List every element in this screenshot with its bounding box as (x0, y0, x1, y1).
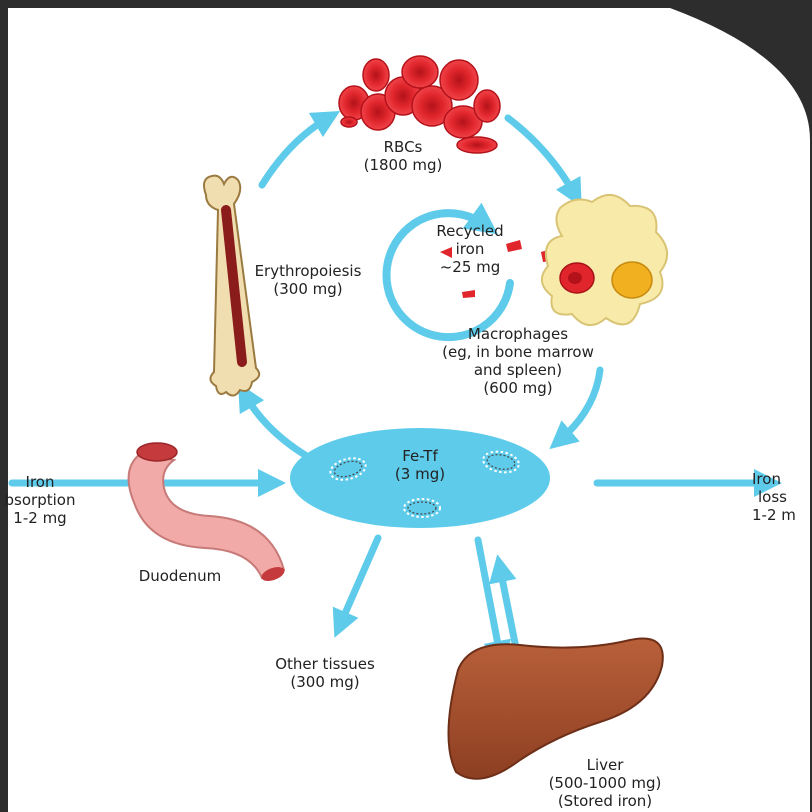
absorption-line3: 1-2 mg (0, 509, 80, 527)
macrophages-line2: (eg, in bone marrow (408, 343, 628, 361)
content-panel (8, 8, 810, 812)
macrophages-line4: (600 mg) (408, 379, 628, 397)
erythropoiesis-name: Erythropoiesis (238, 262, 378, 280)
erythropoiesis-label: Erythropoiesis (300 mg) (238, 262, 378, 298)
other-tissues-label: Other tissues (300 mg) (250, 655, 400, 691)
rbcs-name: RBCs (338, 138, 468, 156)
other-tissues-amount: (300 mg) (250, 673, 400, 691)
macrophages-label: Macrophages (eg, in bone marrow and sple… (408, 325, 628, 397)
macrophages-line1: Macrophages (408, 325, 628, 343)
rbcs-amount: (1800 mg) (338, 156, 468, 174)
duodenum-name: Duodenum (120, 567, 240, 585)
liver-name: Liver (535, 756, 675, 774)
macrophages-line3: and spleen) (408, 361, 628, 379)
recycled-line1: Recycled (420, 222, 520, 240)
absorption-label: Iron bsorption 1-2 mg (0, 473, 80, 527)
fetf-name: Fe-Tf (370, 447, 470, 465)
recycled-iron-label: Recycled iron ~25 mg (420, 222, 520, 276)
liver-note: (Stored iron) (535, 792, 675, 810)
rbcs-label: RBCs (1800 mg) (338, 138, 468, 174)
absorption-line2: bsorption (0, 491, 80, 509)
loss-label: Iron loss 1-2 m (752, 470, 812, 524)
recycled-line3: ~25 mg (420, 258, 520, 276)
fetf-amount: (3 mg) (370, 465, 470, 483)
liver-label: Liver (500-1000 mg) (Stored iron) (535, 756, 675, 810)
fetf-label: Fe-Tf (3 mg) (370, 447, 470, 483)
recycled-line2: iron (420, 240, 520, 258)
duodenum-label: Duodenum (120, 567, 240, 585)
loss-line3: 1-2 m (752, 506, 812, 524)
loss-line2: loss (752, 488, 812, 506)
loss-line1: Iron (752, 470, 812, 488)
absorption-line1: Iron (0, 473, 80, 491)
liver-amount: (500-1000 mg) (535, 774, 675, 792)
erythropoiesis-amount: (300 mg) (238, 280, 378, 298)
other-tissues-name: Other tissues (250, 655, 400, 673)
